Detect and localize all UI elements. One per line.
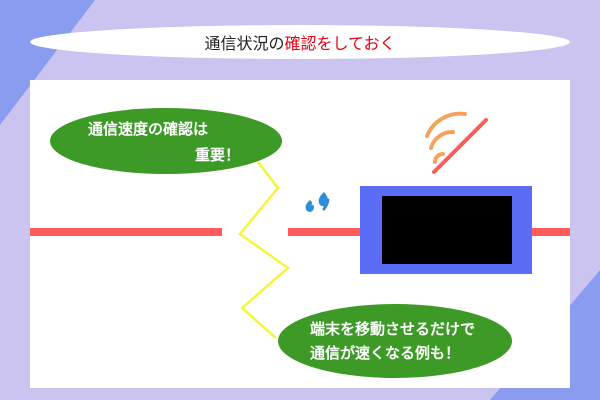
bubble-text-line-1: 通信速度の確認は [88, 120, 209, 138]
title-banner: 通信状況の確認をしておく [30, 25, 570, 59]
cable-middle [288, 228, 368, 236]
sweat-drops-icon [305, 192, 330, 212]
speech-bubble-speed-check: 通信速度の確認は 重要！ [50, 108, 282, 174]
bubble-text-line-2: 通信が速くなる例も！ [310, 344, 461, 362]
title-accent-text: 確認をしておく [284, 34, 396, 53]
cable-right [530, 228, 570, 236]
bubble-text-line-1: 端末を移動させるだけで [310, 320, 476, 338]
bubble-text-line-2: 重要！ [194, 146, 240, 164]
wifi-crossed-icon [425, 111, 488, 174]
speech-bubble-move-device: 端末を移動させるだけで 通信が速くなる例も！ [278, 304, 512, 378]
scene [30, 111, 570, 339]
illustration-panel: 通信速度の確認は 重要！ 端末を移動させるだけで 通信が速くなる例も！ [30, 80, 570, 388]
cable-left [30, 228, 222, 236]
device-screen [382, 196, 512, 264]
top-left-triangle [0, 0, 95, 125]
zigzag-connector [238, 161, 291, 339]
title-text: 通信状況の [204, 34, 285, 53]
